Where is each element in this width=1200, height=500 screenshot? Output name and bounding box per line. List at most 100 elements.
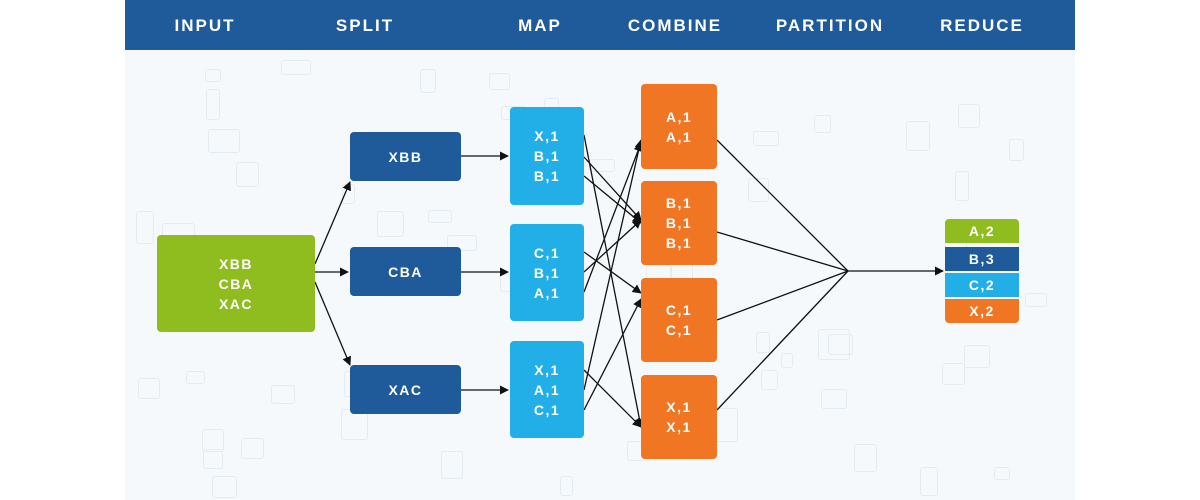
background-pattern-tile: [954, 171, 970, 201]
background-pattern-tile: [780, 353, 794, 369]
map-pair: B,1: [533, 148, 561, 164]
split-label: XBB: [388, 148, 423, 165]
combine-pair: A,1: [665, 128, 693, 145]
input-line: XBB: [218, 255, 254, 272]
connector-arrow: [583, 139, 644, 391]
stage-title-partition: PARTITION: [775, 16, 885, 35]
connector-arrow: [314, 181, 351, 265]
background-pattern-tile: [958, 104, 981, 129]
stage-header-bar: INPUT SPLIT MAP COMBINE PARTITION REDUCE: [125, 0, 1075, 50]
split-box: XAC: [350, 365, 461, 414]
map-pair: A,1: [533, 284, 561, 301]
background-pattern-tile: [813, 115, 832, 133]
combine-pair: X,1: [666, 399, 692, 415]
stage-title-reduce: REDUCE: [940, 16, 1024, 35]
connector-arrow: [583, 369, 642, 428]
connector-arrow: [583, 298, 642, 411]
combine-pair: C,1: [665, 302, 693, 318]
background-pattern-tile: [205, 68, 221, 82]
reduce-row: B,3: [945, 247, 1019, 271]
connector-arrow: [583, 175, 642, 224]
background-pattern-tile: [427, 210, 452, 223]
map-pair: X,1: [534, 128, 560, 144]
connector-arrow: [583, 142, 643, 293]
connector-arrow: [583, 251, 642, 294]
combine-box: A,1 A,1: [641, 84, 717, 169]
background-pattern-tile: [993, 467, 1010, 481]
background-pattern-tile: [203, 449, 223, 469]
background-pattern-tile: [281, 60, 311, 76]
background-pattern-tile: [440, 450, 463, 479]
background-pattern-tile: [941, 363, 965, 385]
background-pattern-tile: [137, 377, 161, 399]
background-pattern-tile: [588, 158, 616, 173]
background-pattern-tile: [752, 130, 780, 147]
background-pattern-tile: [202, 429, 225, 453]
connector-line: [716, 270, 849, 411]
connector-line: [716, 231, 849, 272]
combine-pair: A,1: [665, 108, 693, 125]
reduce-row: C,2: [945, 273, 1019, 297]
connector-line: [716, 139, 849, 272]
stage-title-input: INPUT: [174, 16, 236, 35]
background-pattern-tile: [240, 437, 265, 459]
background-pattern-tile: [185, 371, 205, 385]
background-pattern-tile: [756, 331, 770, 353]
background-pattern-tile: [905, 121, 930, 152]
background-pattern-tile: [419, 69, 437, 93]
combine-box: B,1 B,1 B,1: [641, 181, 717, 265]
combine-pair: B,1: [665, 235, 693, 251]
background-pattern-tile: [136, 211, 155, 245]
stage-title-combine: COMBINE: [627, 16, 723, 35]
background-pattern-tile: [817, 328, 850, 360]
input-line: CBA: [218, 275, 254, 292]
input-box: XBB CBA XAC: [157, 235, 315, 332]
split-label: CBA: [388, 263, 423, 280]
map-pair: C,1: [533, 401, 561, 418]
map-pair: B,1: [533, 264, 561, 281]
background-pattern-tile: [963, 344, 991, 368]
background-pattern-tile: [748, 177, 770, 203]
map-pair: A,1: [533, 381, 561, 398]
connector-arrow: [314, 281, 352, 366]
background-pattern-tile: [559, 476, 573, 497]
reduce-row: X,2: [945, 299, 1019, 323]
background-pattern-tile: [376, 210, 405, 237]
background-pattern-tile: [271, 384, 296, 404]
split-box: XBB: [350, 132, 461, 181]
background-pattern-tile: [208, 128, 240, 153]
background-pattern-tile: [1024, 293, 1047, 307]
background-pattern-tile: [206, 88, 220, 121]
background-pattern-tile: [761, 369, 778, 391]
background-pattern-tile: [1009, 139, 1024, 162]
input-line: XAC: [218, 295, 254, 312]
combine-box: X,1 X,1: [641, 375, 717, 459]
combine-pair: B,1: [665, 215, 693, 231]
map-pair: B,1: [533, 168, 561, 184]
background-pattern-tile: [820, 388, 847, 410]
combine-pair: X,1: [666, 419, 692, 435]
background-pattern-tile: [854, 444, 878, 472]
combine-pair: C,1: [665, 322, 693, 338]
split-box: CBA: [350, 247, 461, 296]
background-pattern-tile: [212, 476, 238, 498]
connector-line: [716, 270, 849, 321]
split-label: XAC: [388, 381, 423, 398]
map-pair: C,1: [533, 244, 561, 261]
background-pattern-tile: [828, 334, 854, 355]
background-pattern-tile: [919, 466, 938, 496]
background-pattern-tile: [236, 162, 260, 187]
map-pair: X,1: [534, 361, 560, 378]
map-box: X,1 B,1 B,1: [510, 107, 584, 205]
map-box: X,1 A,1 C,1: [510, 341, 584, 438]
background-pattern-tile: [446, 235, 477, 252]
connector-arrow: [583, 156, 642, 221]
reduce-row: A,2: [945, 219, 1019, 243]
combine-pair: B,1: [665, 195, 693, 211]
background-pattern-tile: [488, 73, 510, 91]
combine-box: C,1 C,1: [641, 278, 717, 362]
stage-title-split: SPLIT: [335, 16, 395, 35]
stage-title-map: MAP: [518, 16, 562, 35]
map-box: C,1 B,1 A,1: [510, 224, 584, 321]
